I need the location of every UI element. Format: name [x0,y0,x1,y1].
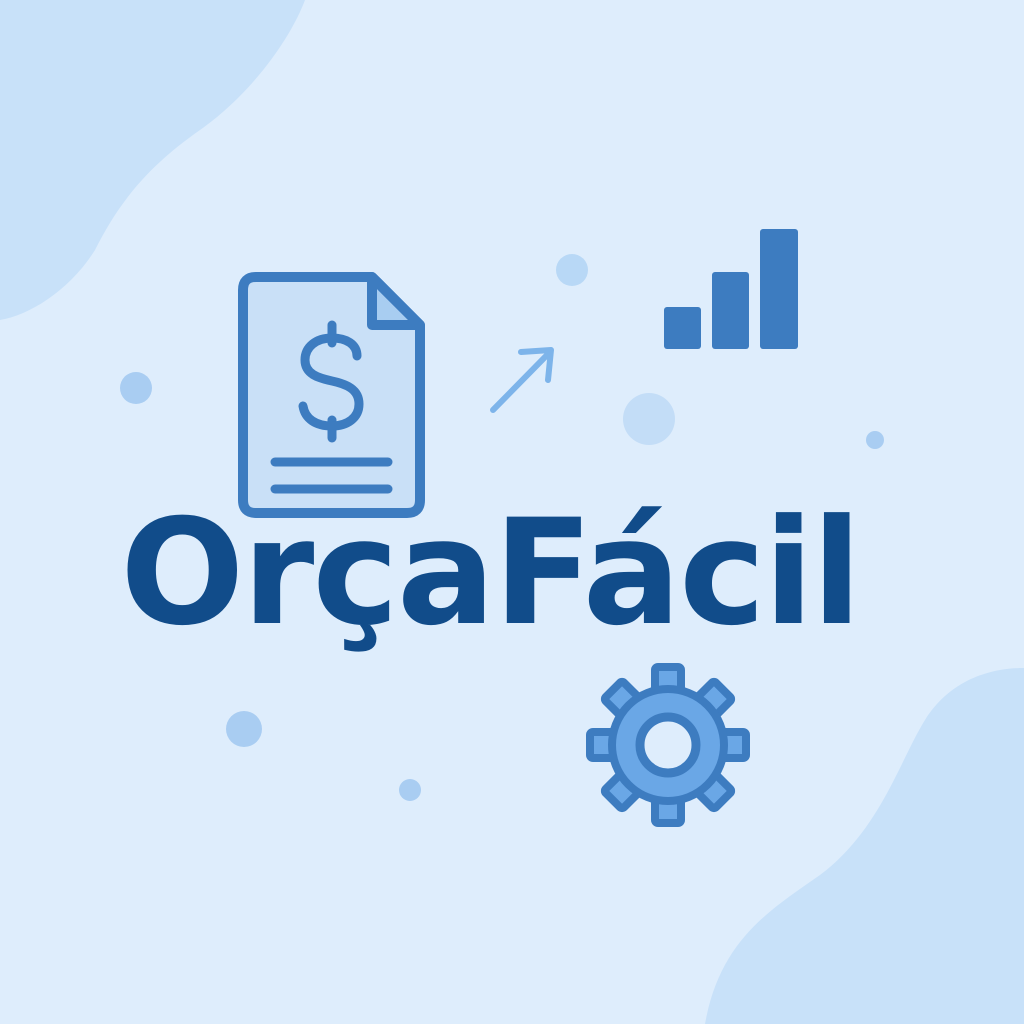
document-fold [367,272,425,330]
gear-center [635,712,701,778]
blob-top-left [0,0,305,320]
dot [556,254,588,286]
dot [866,431,884,449]
dot [399,779,421,801]
bar-medium [712,272,749,349]
document-body [238,272,425,518]
bar-short [664,307,701,349]
blob-bottom-right [705,668,1024,1024]
dot [226,711,262,747]
dollar-sign-icon [298,320,364,443]
brand-title: OrçaFácil [120,488,862,658]
dot [623,393,675,445]
document-lines [270,457,393,494]
dot [120,372,152,404]
bar-tall [760,229,798,349]
